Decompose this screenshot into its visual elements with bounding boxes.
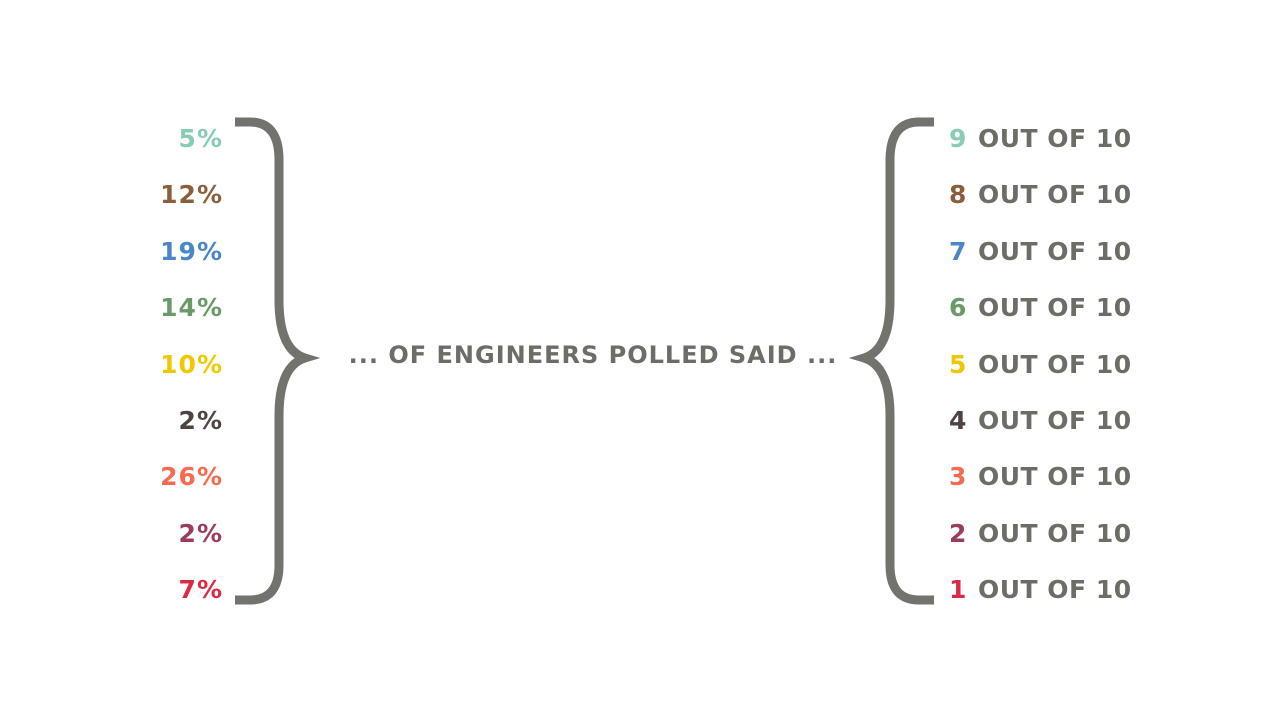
rating-suffix: OUT OF 10 (978, 236, 1132, 266)
rating-row: 4 OUT OF 10 (949, 406, 1132, 436)
rating-number: 5 (949, 349, 967, 379)
rating-number: 4 (949, 406, 967, 435)
percent-label: 2% (178, 406, 223, 435)
rating-suffix: OUT OF 10 (978, 124, 1132, 153)
percent-label: 12% (160, 180, 223, 210)
rating-row: 8 OUT OF 10 (949, 180, 1132, 210)
percent-label: 14% (160, 293, 223, 323)
rating-row: 5 OUT OF 10 (949, 350, 1132, 380)
rating-suffix: OUT OF 10 (978, 180, 1132, 210)
percent-label: 2% (178, 518, 223, 548)
rating-suffix: OUT OF 10 (978, 462, 1132, 492)
rating-row: 7 OUT OF 10 (949, 237, 1132, 267)
rating-number: 1 (949, 575, 967, 605)
center-caption: ... OF ENGINEERS POLLED SAID ... (348, 341, 838, 369)
left-brace (235, 117, 321, 605)
right-brace (848, 117, 934, 605)
percent-label: 5% (178, 124, 223, 153)
rating-number: 6 (949, 293, 967, 323)
rating-row: 2 OUT OF 10 (949, 519, 1132, 549)
rating-row: 6 OUT OF 10 (949, 293, 1132, 323)
rating-suffix: OUT OF 10 (978, 293, 1132, 323)
rating-number: 3 (949, 462, 967, 492)
rating-suffix: OUT OF 10 (978, 575, 1132, 605)
rating-suffix: OUT OF 10 (978, 518, 1132, 548)
percent-label: 7% (178, 575, 223, 605)
rating-number: 8 (949, 180, 967, 210)
rating-suffix: OUT OF 10 (978, 406, 1132, 435)
rating-suffix: OUT OF 10 (978, 349, 1132, 379)
percent-label: 19% (160, 236, 223, 266)
rating-number: 9 (949, 124, 967, 153)
rating-row: 1 OUT OF 10 (949, 575, 1132, 605)
percent-label: 26% (160, 462, 223, 492)
rating-number: 7 (949, 236, 967, 266)
percent-label: 10% (160, 349, 223, 379)
rating-number: 2 (949, 518, 967, 548)
rating-row: 9 OUT OF 10 (949, 124, 1132, 154)
rating-row: 3 OUT OF 10 (949, 462, 1132, 492)
